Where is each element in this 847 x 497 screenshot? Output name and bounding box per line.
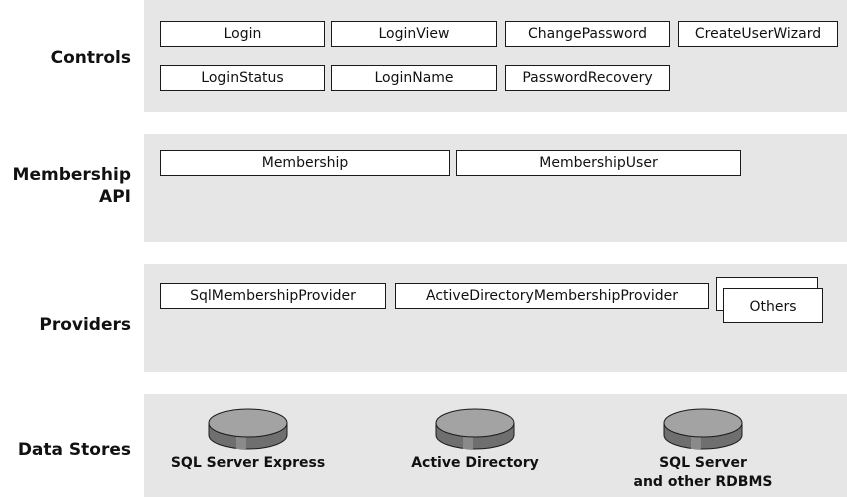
controls-layer-band [144,0,847,112]
database-cylinder-icon [663,408,743,450]
membership-box: Membership [160,150,450,176]
membership-user-box: MembershipUser [456,150,741,176]
create-user-wizard-box: CreateUserWizard [678,21,838,47]
change-password-box: ChangePassword [505,21,670,47]
data-stores-layer-label: Data Stores [17,440,131,460]
login-name-box: LoginName [331,65,497,91]
active-directory-label: Active Directory [411,455,539,471]
login-view-box: LoginView [331,21,497,47]
database-cylinder-icon [435,408,515,450]
providers-layer-label: Providers [39,315,131,335]
password-recovery-box: PasswordRecovery [505,65,670,91]
sql-membership-provider-box: SqlMembershipProvider [160,283,386,309]
others-box: Others [723,288,823,323]
login-box: Login [160,21,325,47]
sql-server-rdbms-label: SQL Server and other RDBMS [633,455,773,490]
database-cylinder-icon [208,408,288,450]
sql-server-express-label: SQL Server Express [170,455,326,471]
controls-layer-label: Controls [50,48,131,68]
login-status-box: LoginStatus [160,65,325,91]
membership-api-layer-label: Membership API [12,165,131,207]
active-directory-membership-provider-box: ActiveDirectoryMembershipProvider [395,283,709,309]
